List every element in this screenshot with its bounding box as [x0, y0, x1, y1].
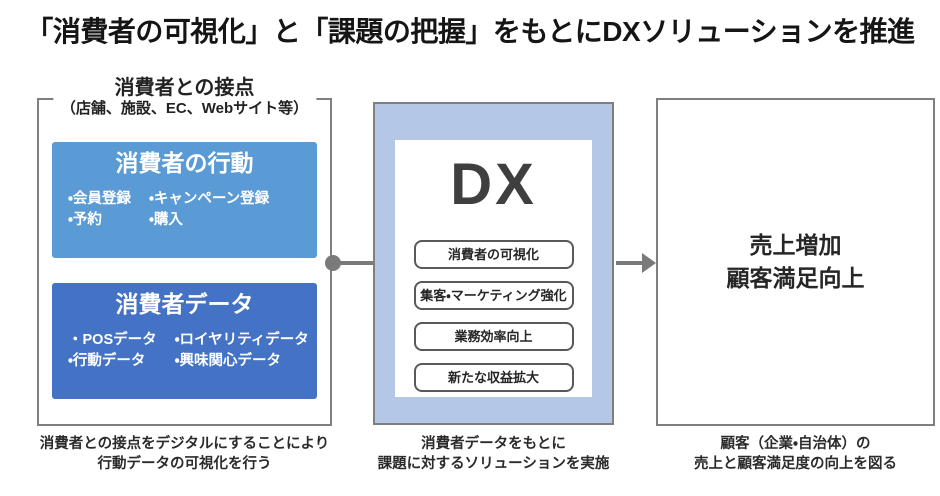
- touchpoint-header-title: 消費者との接点: [114, 77, 255, 99]
- result-text: 売上増加 顧客満足向上: [727, 229, 865, 295]
- caption-line: 課題に対するソリューションを実施: [377, 456, 610, 472]
- caption-result: 顧客（企業・自治体）の 売上と顧客満足度の向上を図る: [646, 434, 940, 474]
- result-panel: 売上増加 顧客満足向上: [656, 98, 935, 426]
- consumer-action-title: 消費者の行動: [115, 150, 254, 176]
- caption-touchpoint: 消費者との接点をデジタルにすることにより 行動データの可視化を行う: [22, 434, 347, 474]
- dx-pill-marketing: 集客・マーケティング強化: [413, 281, 574, 310]
- dx-pill-visualization: 消費者の可視化: [413, 240, 574, 269]
- list-item: ・キャンペーン登録: [148, 191, 270, 207]
- caption-line: 消費者との接点をデジタルにすることにより: [39, 436, 330, 452]
- touchpoint-header: 消費者との接点 （店舗、施設、EC、Webサイト等）: [52, 77, 317, 119]
- page-title: 「消費者の可視化」と「課題の把握」をもとにDXソリューションを推進: [25, 16, 915, 47]
- dx-pill-efficiency: 業務効率向上: [413, 322, 574, 351]
- consumer-data-box: 消費者データ ・POSデータ ・ロイヤリティデータ ・行動データ ・興味関心デー…: [52, 283, 317, 399]
- caption-line: 行動データの可視化を行う: [97, 456, 272, 472]
- list-item: ・予約: [68, 212, 102, 228]
- caption-line: 売上と顧客満足度の向上を図る: [694, 456, 897, 472]
- list-item: ・行動データ: [68, 353, 146, 369]
- arrow-head-icon: [642, 253, 656, 273]
- arrow-shaft: [616, 261, 644, 265]
- list-item: ・POSデータ: [68, 332, 157, 348]
- touchpoint-header-subtitle: （店舗、施設、EC、Webサイト等）: [60, 100, 309, 117]
- caption-line: 顧客（企業・自治体）の: [720, 436, 871, 452]
- dx-title: DX: [450, 152, 537, 217]
- connector-line: [333, 261, 375, 265]
- list-item: ・購入: [148, 212, 183, 228]
- consumer-data-title: 消費者データ: [115, 291, 254, 317]
- caption-line: 消費者データをもとに: [421, 436, 566, 452]
- list-item: ・会員登録: [68, 191, 131, 207]
- consumer-touchpoint-panel: 消費者との接点 （店舗、施設、EC、Webサイト等） 消費者の行動 ・会員登録 …: [37, 77, 332, 426]
- result-line-sales: 売上増加: [749, 232, 842, 258]
- list-item: ・興味関心データ: [174, 353, 282, 369]
- consumer-action-list: ・会員登録 ・キャンペーン登録 ・予約 ・購入: [52, 189, 317, 230]
- dx-pill-list: 消費者の可視化 集客・マーケティング強化 業務効率向上 新たな収益拡大: [413, 240, 574, 392]
- list-item: ・ロイヤリティデータ: [174, 332, 309, 348]
- result-line-satisfaction: 顧客満足向上: [726, 265, 865, 291]
- dx-pill-revenue: 新たな収益拡大: [413, 363, 574, 392]
- dx-inner-card: DX 消費者の可視化 集客・マーケティング強化 業務効率向上 新たな収益拡大: [395, 140, 592, 397]
- consumer-data-list: ・POSデータ ・ロイヤリティデータ ・行動データ ・興味関心データ: [52, 330, 317, 371]
- caption-dx: 消費者データをもとに 課題に対するソリューションを実施: [358, 434, 629, 474]
- consumer-action-box: 消費者の行動 ・会員登録 ・キャンペーン登録 ・予約 ・購入: [52, 142, 317, 258]
- dx-panel: DX 消費者の可視化 集客・マーケティング強化 業務効率向上 新たな収益拡大: [373, 102, 614, 425]
